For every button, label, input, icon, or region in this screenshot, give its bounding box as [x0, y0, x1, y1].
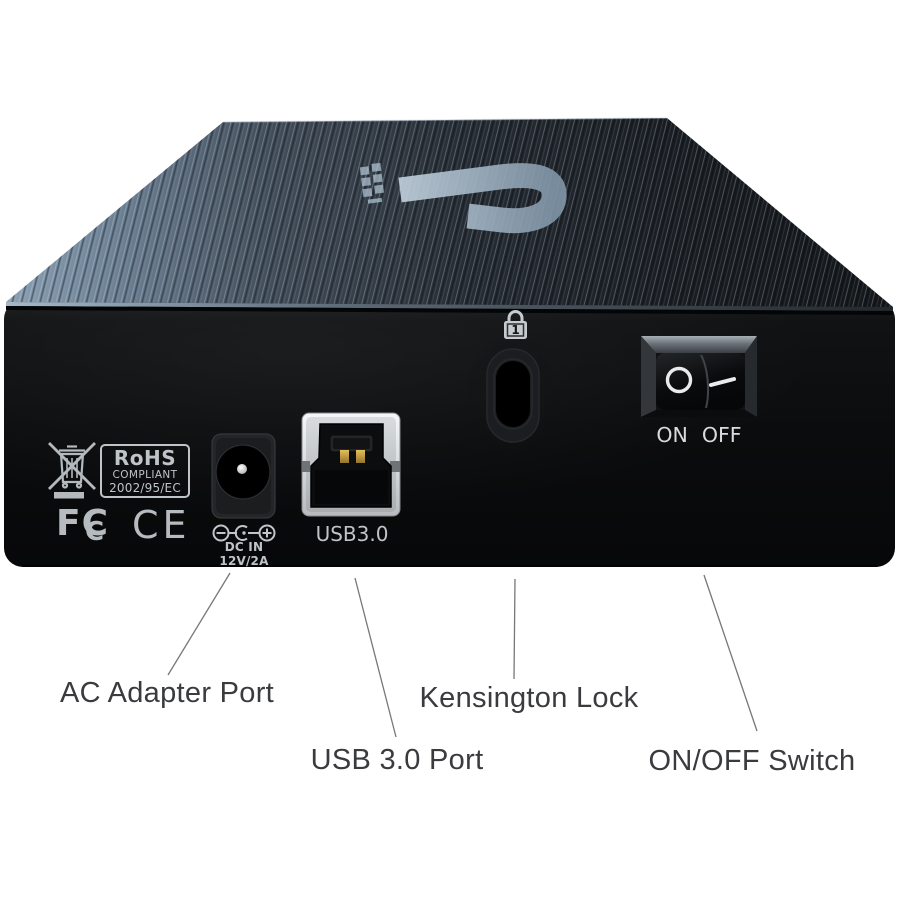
fcc-letter-c-outer: C	[81, 503, 110, 544]
kensington-lock-number: 1	[511, 323, 520, 337]
rohs-badge: RoHS COMPLIANT 2002/95/EC	[100, 444, 190, 498]
leader-line-usb	[354, 577, 397, 738]
usb-port	[301, 412, 401, 517]
fcc-letter-c-inner: C	[85, 517, 106, 547]
callout-onoff-switch: ON/OFF Switch	[648, 745, 856, 777]
polarity-icon	[212, 524, 276, 542]
leader-lines	[167, 572, 758, 738]
panel-seam	[6, 306, 893, 315]
callout-ac-adapter-port: AC Adapter Port	[59, 677, 275, 709]
leader-line-ac	[167, 572, 231, 676]
fcc-letter-f: F	[56, 503, 82, 544]
power-switch	[641, 336, 757, 417]
callout-kensington-lock: Kensington Lock	[419, 682, 639, 714]
dc-center-pin	[237, 464, 247, 474]
switch-off-symbol	[709, 377, 736, 387]
brand-logo-icon	[359, 162, 567, 234]
front-chamfer-highlight	[6, 302, 893, 311]
switch-position-labels: ON OFF	[643, 423, 755, 447]
top-surface	[6, 117, 893, 315]
usb-gold-pin	[356, 450, 365, 463]
leader-line-kensington	[513, 578, 516, 680]
ce-mark: CE	[132, 503, 191, 547]
kensington-lock-icon	[504, 310, 527, 339]
dc-input-label: DC IN 12V/2A	[219, 540, 269, 568]
weee-icon	[48, 442, 96, 499]
switch-off-label: OFF	[701, 423, 742, 447]
fcc-logo: FCC	[56, 503, 108, 547]
kensington-slot	[464, 331, 560, 459]
rohs-directive-text: 2002/95/EC	[109, 480, 181, 495]
rohs-title: RoHS	[113, 446, 177, 471]
rohs-compliant-text: COMPLIANT	[112, 469, 178, 482]
usb-gold-pin	[340, 450, 349, 463]
leader-line-switch	[703, 574, 758, 732]
switch-on-label: ON	[656, 423, 688, 447]
switch-on-symbol	[665, 366, 693, 394]
usb-port-label: USB3.0	[315, 522, 389, 546]
callout-usb-port: USB 3.0 Port	[310, 744, 484, 776]
dc-jack	[211, 433, 276, 519]
logo-fine-print	[359, 162, 385, 204]
